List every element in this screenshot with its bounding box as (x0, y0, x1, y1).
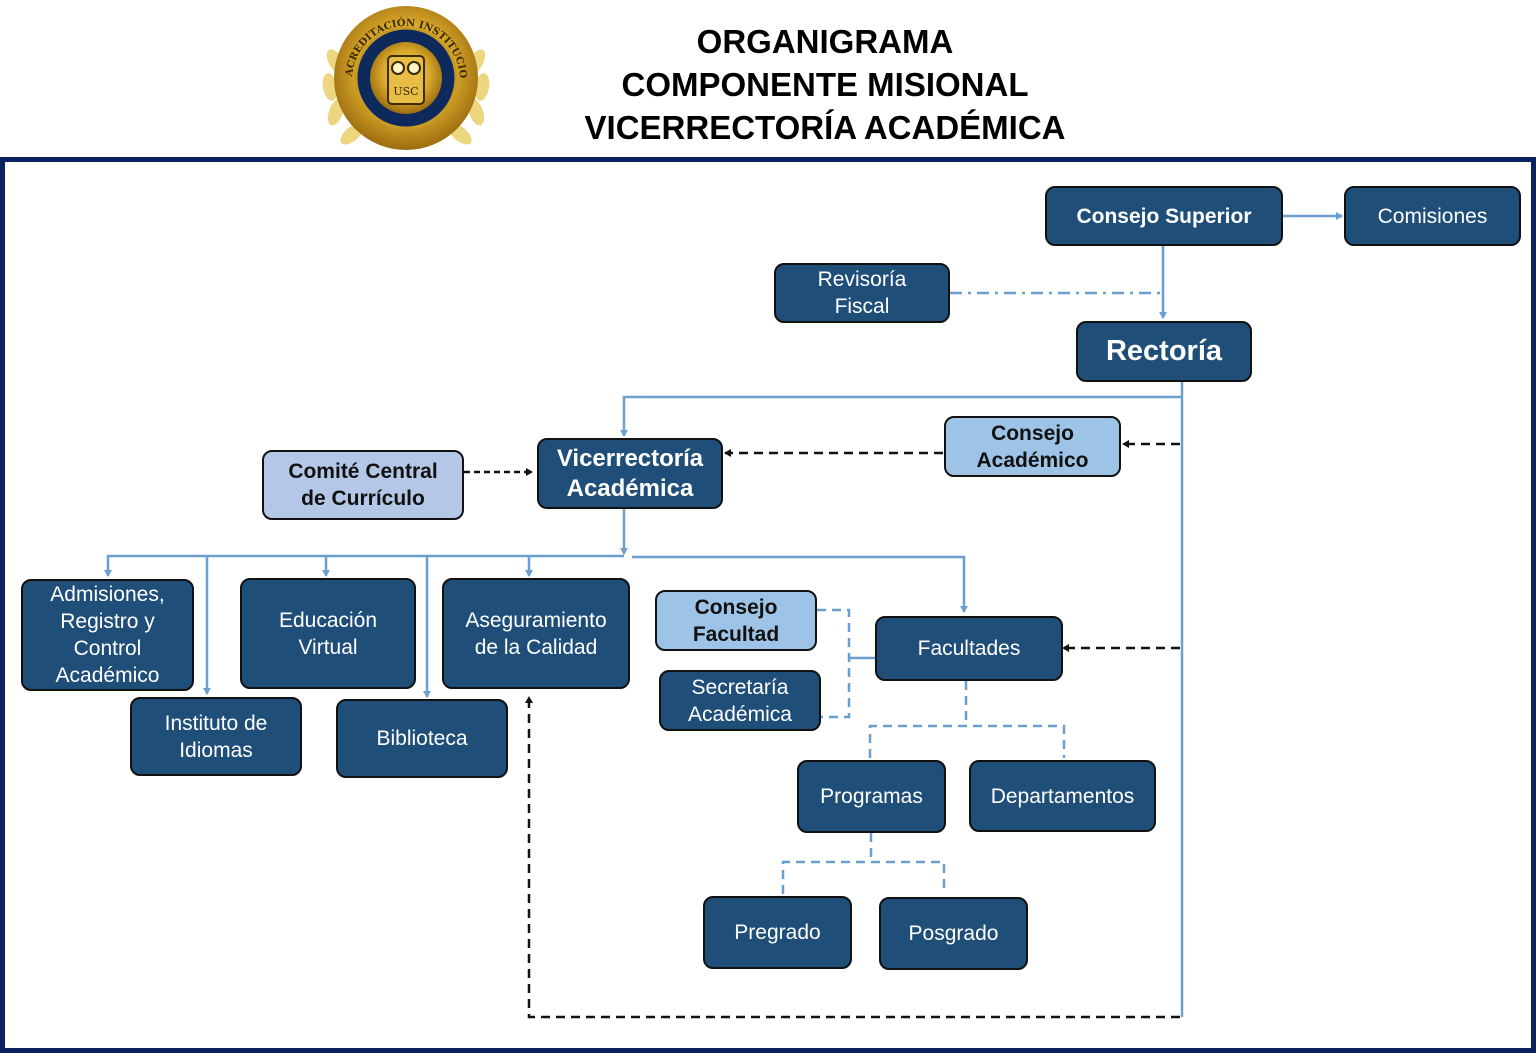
line-bus-left (104, 554, 624, 577)
node-secretaria-academica[interactable]: Secretaría Académica (659, 670, 821, 731)
line-rectoria-to-vicerrectoria (620, 395, 1182, 437)
node-educacion-virtual[interactable]: Educación Virtual (240, 578, 416, 689)
node-comite-central-curriculo[interactable]: Comité Central de Currículo (262, 450, 464, 520)
node-biblioteca[interactable]: Biblioteca (336, 699, 508, 778)
node-vicerrectoria-academica[interactable]: Vicerrectoría Académica (537, 438, 723, 509)
node-departamentos[interactable]: Departamentos (969, 760, 1156, 832)
line-to-pregrado-posgrado (781, 860, 946, 894)
svg-text:USC: USC (393, 85, 418, 98)
node-pregrado[interactable]: Pregrado (703, 896, 852, 969)
line-bus-to-facultades (632, 555, 968, 613)
node-revisoria-fiscal[interactable]: Revisoría Fiscal (774, 263, 950, 323)
title-line-1: ORGANIGRAMA (696, 23, 954, 60)
header: ACREDITACIÓN INSTITUCIONAL EN ALTA CALID… (0, 0, 1536, 158)
node-instituto-idiomas[interactable]: Instituto de Idiomas (130, 697, 302, 776)
node-posgrado[interactable]: Posgrado (879, 897, 1028, 970)
node-programas[interactable]: Programas (797, 760, 946, 833)
node-consejo-facultad[interactable]: Consejo Facultad (655, 590, 817, 651)
node-consejo-superior[interactable]: Consejo Superior (1045, 186, 1283, 246)
line-consejo-facultad-bracket (817, 608, 851, 719)
node-comisiones[interactable]: Comisiones (1344, 186, 1521, 246)
node-rectoria[interactable]: Rectoría (1076, 321, 1252, 382)
title-line-3: VICERRECTORÍA ACADÉMICA (584, 109, 1066, 146)
usc-accreditation-logo-icon: ACREDITACIÓN INSTITUCIONAL EN ALTA CALID… (314, 2, 490, 150)
node-aseguramiento-calidad[interactable]: Aseguramiento de la Calidad (442, 578, 630, 689)
node-consejo-academico[interactable]: Consejo Académico (944, 416, 1121, 477)
node-facultades[interactable]: Facultades (875, 616, 1063, 681)
line-to-programas-departamentos (868, 724, 1066, 758)
page-title: ORGANIGRAMA COMPONENTE MISIONAL VICERREC… (540, 20, 1110, 149)
line-trunk-to-aseguramiento (525, 696, 1180, 1019)
title-line-2: COMPONENTE MISIONAL (621, 66, 1029, 103)
node-admisiones-registro[interactable]: Admisiones, Registro y Control Académico (21, 579, 194, 691)
